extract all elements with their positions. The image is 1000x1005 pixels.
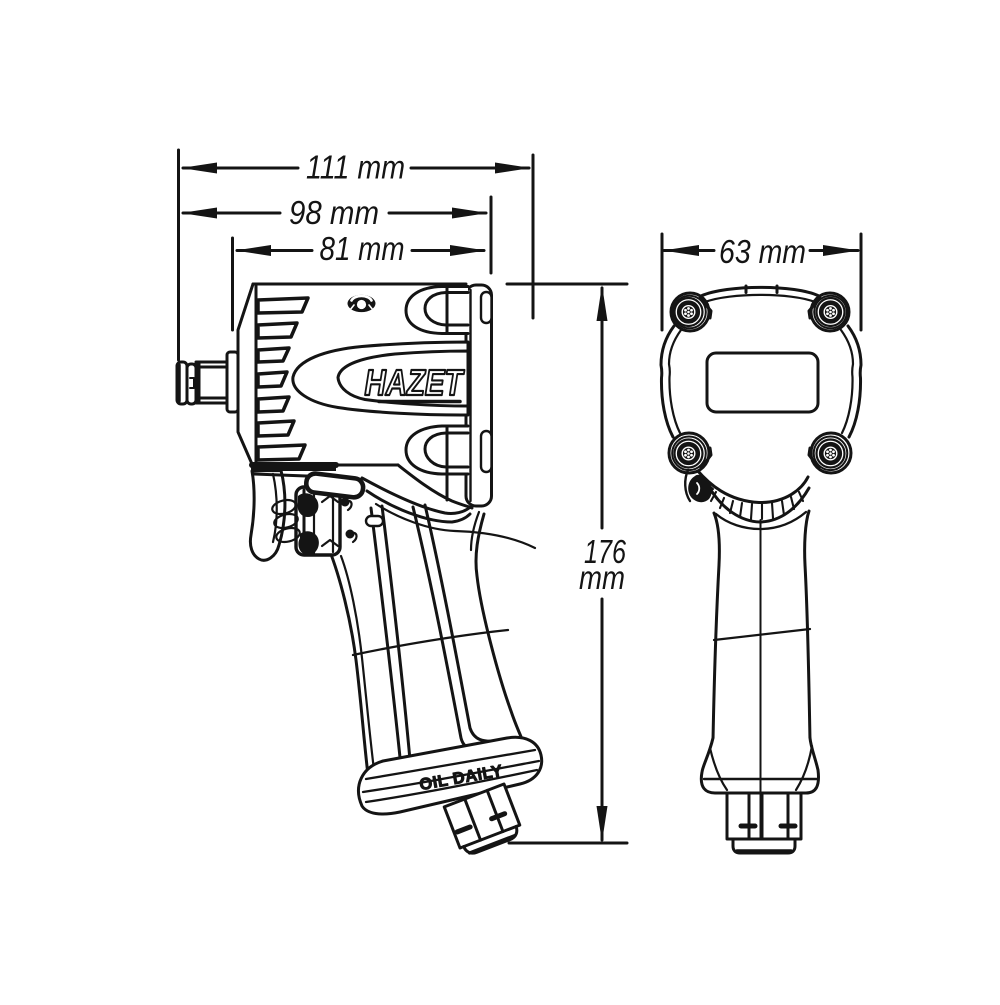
svg-text:98 mm: 98 mm	[289, 194, 379, 231]
svg-text:176: 176	[584, 533, 626, 570]
svg-text:63 mm: 63 mm	[719, 233, 806, 270]
svg-text:111 mm: 111 mm	[306, 149, 405, 186]
svg-text:HAZET: HAZET	[365, 362, 465, 403]
svg-text:81 mm: 81 mm	[320, 230, 405, 267]
svg-text:mm: mm	[579, 559, 625, 596]
